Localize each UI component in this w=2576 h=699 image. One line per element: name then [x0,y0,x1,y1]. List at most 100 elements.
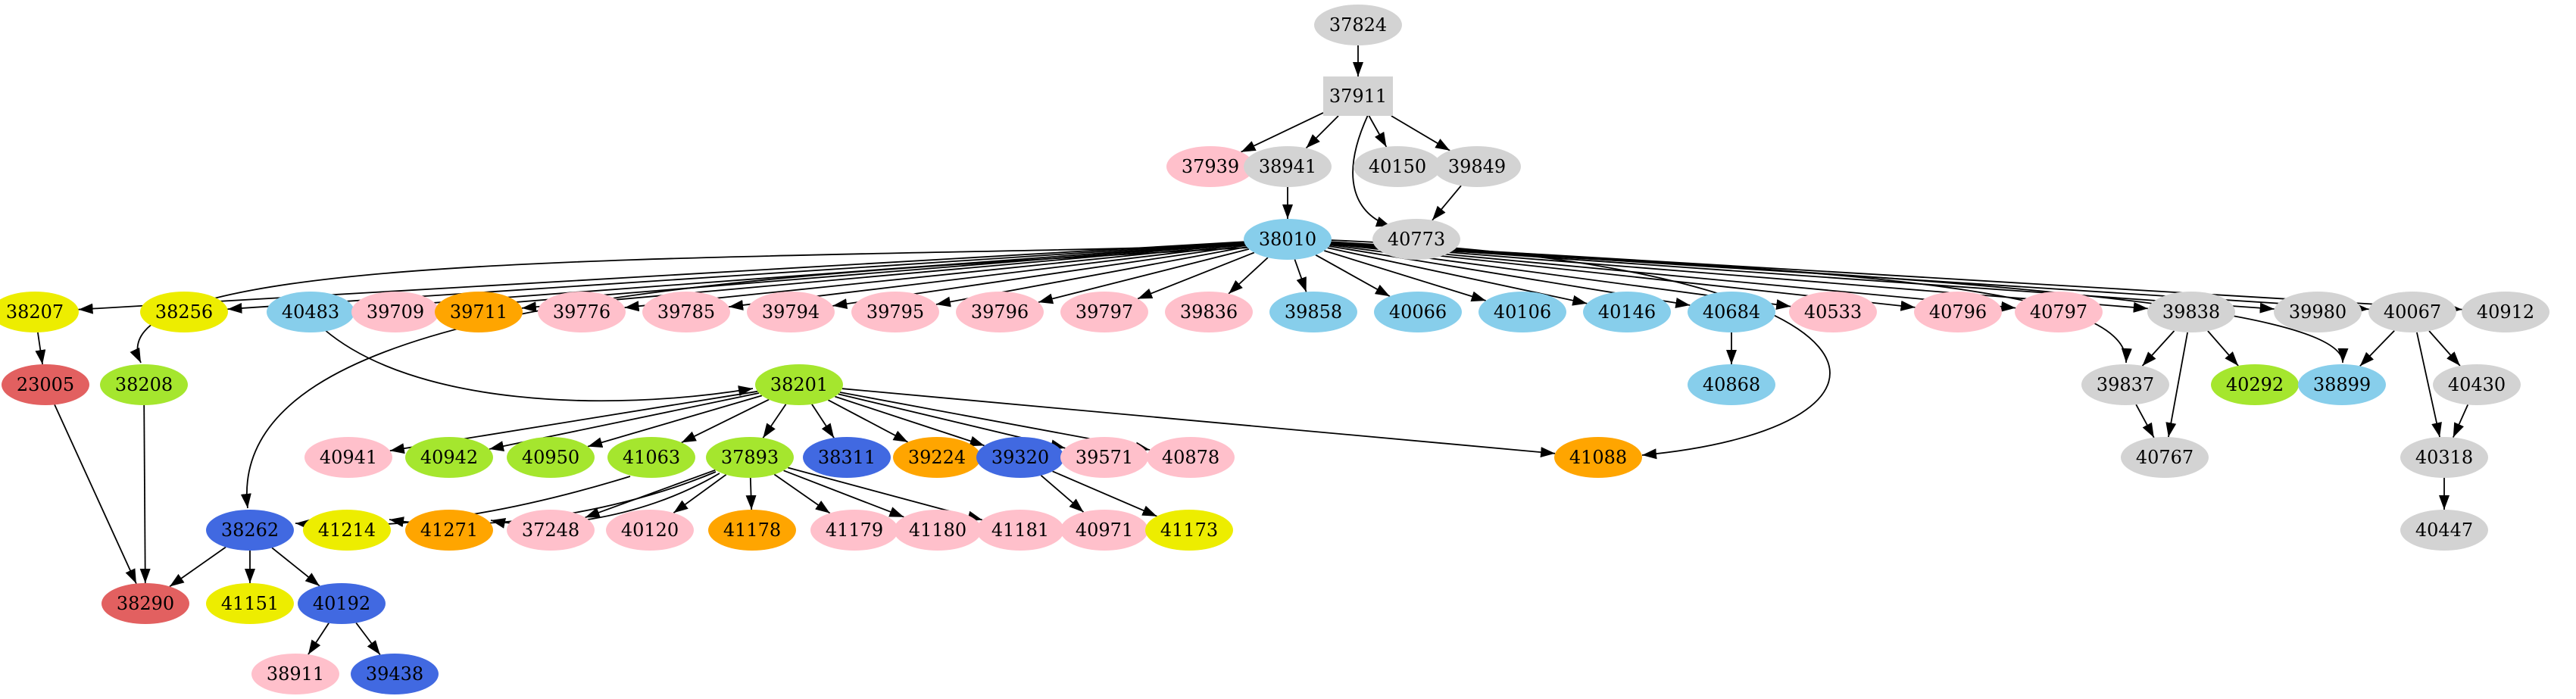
node-39838: 39838 [2147,292,2235,332]
node-label-40796: 40796 [1929,301,1987,323]
node-label-39438: 39438 [366,663,423,685]
edge-40192-39438 [355,622,381,656]
node-label-37939: 37939 [1182,156,1239,177]
node-shape-40066 [1374,292,1462,332]
node-shape-41179 [810,510,898,551]
node-shape-39858 [1269,292,1357,332]
edge-38262-40192 [271,547,320,587]
node-39797: 39797 [1060,292,1148,332]
node-shape-39438 [351,654,439,694]
node-label-38256: 38256 [155,301,213,323]
node-label-40067: 40067 [2384,301,2441,323]
node-40292: 40292 [2211,364,2299,405]
node-label-41181: 41181 [991,520,1049,541]
node-39438: 39438 [351,654,439,694]
node-label-41214: 41214 [318,520,376,541]
node-shape-37893 [706,437,794,478]
node-shape-38010 [1244,219,1332,260]
node-label-40533: 40533 [1804,301,1862,323]
node-40447: 40447 [2400,510,2488,551]
node-40150: 40150 [1354,146,1441,187]
node-shape-39797 [1060,292,1148,332]
node-39837: 39837 [2081,364,2169,405]
edge-38201-38311 [811,404,835,438]
node-label-41179: 41179 [826,520,883,541]
node-shape-40878 [1147,437,1235,478]
node-40684: 40684 [1688,292,1775,332]
edge-37893-37248 [585,469,716,519]
node-shape-39795 [851,292,939,332]
node-40533: 40533 [1789,292,1877,332]
node-shape-38201 [755,364,843,405]
node-41178: 41178 [708,510,796,551]
node-shape-38311 [803,437,891,478]
node-shape-40483 [267,292,354,332]
node-39795: 39795 [851,292,939,332]
edge-38208-38290 [139,404,151,584]
node-shape-39794 [747,292,835,332]
node-label-39709: 39709 [367,301,424,323]
node-39796: 39796 [956,292,1044,332]
node-39858: 39858 [1269,292,1357,332]
edge-38201-37893 [762,404,787,438]
node-38941: 38941 [1244,146,1332,187]
node-shape-40150 [1354,146,1441,187]
node-37911: 37911 [1323,76,1393,116]
node-39776: 39776 [538,292,626,332]
node-40942: 40942 [405,437,493,478]
edge-23005-38290 [54,404,137,584]
node-shape-40942 [405,437,493,478]
node-shape-39980 [2274,292,2362,332]
node-40767: 40767 [2121,437,2209,478]
node-label-39838: 39838 [2162,301,2220,323]
node-41180: 41180 [894,510,982,551]
node-label-40878: 40878 [1162,447,1219,468]
node-label-39776: 39776 [553,301,610,323]
node-label-39794: 39794 [762,301,820,323]
node-shape-39320 [976,437,1064,478]
node-40796: 40796 [1914,292,2002,332]
edge-38010-39858 [1294,259,1307,292]
edge-38010-38207 [78,241,1244,314]
edge-38207-23005 [35,332,46,365]
node-label-39858: 39858 [1285,301,1342,323]
edge-37893-41180 [783,470,904,518]
node-label-41151: 41151 [221,593,279,614]
node-38208: 38208 [100,364,188,405]
node-label-40971: 40971 [1076,520,1133,541]
node-label-40773: 40773 [1388,229,1445,250]
node-label-41180: 41180 [909,520,966,541]
node-shape-40797 [2015,292,2103,332]
node-label-39797: 39797 [1076,301,1133,323]
node-label-41063: 41063 [623,447,680,468]
node-41151: 41151 [206,583,294,624]
edge-38010-39797 [1137,251,1255,300]
node-shape-41214 [303,510,391,551]
node-shape-38941 [1244,146,1332,187]
node-label-40950: 40950 [522,447,579,468]
edge-38010-39796 [1038,248,1250,304]
node-shape-40292 [2211,364,2299,405]
node-shape-41180 [894,510,982,551]
node-label-41271: 41271 [420,520,478,541]
node-label-40797: 40797 [2030,301,2087,323]
node-shape-38899 [2298,364,2386,405]
edge-39320-40971 [1040,475,1085,513]
node-label-39711: 39711 [450,301,507,323]
node-label-38290: 38290 [117,593,174,614]
edge-38010-39837 [1329,242,2132,364]
node-39836: 39836 [1165,292,1253,332]
node-label-37911: 37911 [1329,86,1387,107]
node-40483: 40483 [267,292,354,332]
node-38311: 38311 [803,437,891,478]
node-38256: 38256 [140,292,228,332]
node-label-40150: 40150 [1369,156,1426,177]
node-41063: 41063 [607,437,695,478]
edge-37911-40150 [1368,115,1388,148]
node-label-38207: 38207 [6,301,64,323]
node-shape-41063 [607,437,695,478]
node-shape-39571 [1060,437,1148,478]
node-label-38208: 38208 [115,374,173,395]
node-label-39796: 39796 [971,301,1029,323]
